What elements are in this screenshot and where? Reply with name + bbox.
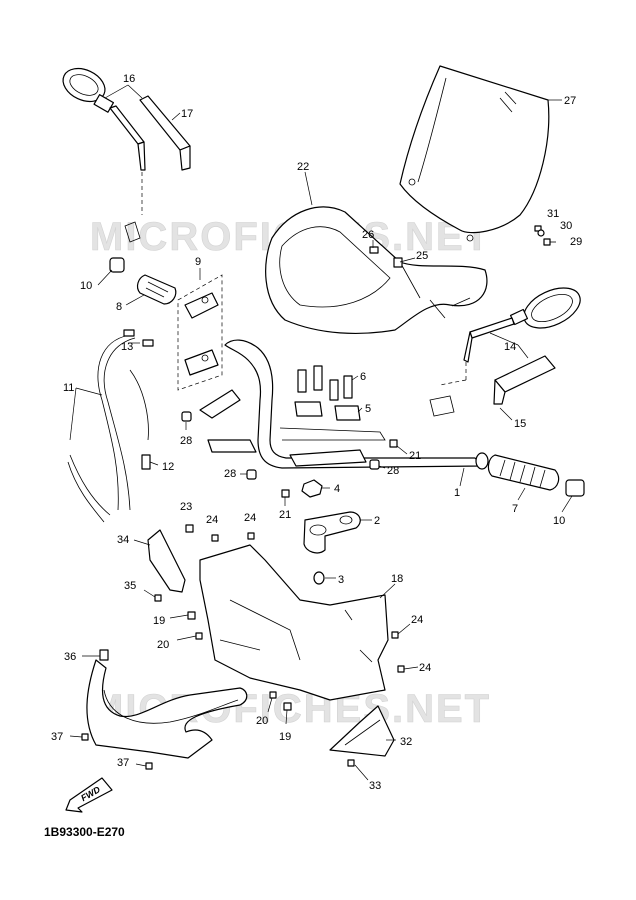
part-side-panel-left — [147, 529, 186, 593]
part-left-mirror — [62, 67, 146, 243]
forward-arrow: FWD — [65, 777, 113, 813]
callout-25: 25 — [416, 250, 428, 262]
callout-21a: 21 — [279, 509, 291, 521]
callout-4: 4 — [334, 483, 340, 495]
part-cover-clips — [369, 246, 403, 268]
callout-21b: 21 — [409, 450, 421, 462]
part-windscreen — [399, 65, 550, 242]
part-handlebar — [224, 339, 489, 470]
part-right-grip — [487, 454, 585, 497]
callout-1: 1 — [454, 487, 460, 499]
callout-30: 30 — [560, 220, 572, 232]
callout-26: 26 — [362, 229, 374, 241]
part-upper-holder — [294, 401, 361, 421]
callout-7: 7 — [512, 503, 518, 515]
callout-32: 32 — [400, 736, 412, 748]
callout-10a: 10 — [80, 280, 92, 292]
callout-6: 6 — [360, 371, 366, 383]
part-upper-cover — [265, 206, 488, 335]
part-left-grip — [109, 257, 177, 305]
part-screw-33 — [347, 759, 355, 767]
callout-2: 2 — [374, 515, 380, 527]
callout-22: 22 — [297, 161, 309, 173]
part-lower-cowl — [86, 649, 248, 759]
callout-19b: 19 — [279, 731, 291, 743]
callout-24d: 24 — [419, 662, 431, 674]
callout-34: 34 — [117, 534, 129, 546]
callout-20b: 20 — [256, 715, 268, 727]
callout-16: 16 — [123, 73, 135, 85]
callout-11: 11 — [63, 382, 74, 394]
callout-8: 8 — [116, 301, 122, 313]
callout-19a: 19 — [153, 615, 165, 627]
callout-24c: 24 — [411, 614, 423, 626]
callout-15: 15 — [514, 418, 526, 430]
callout-9: 9 — [195, 256, 201, 268]
part-bolts — [297, 365, 353, 401]
callout-33: 33 — [369, 780, 381, 792]
diagram-code: 1B93300-E270 — [44, 825, 125, 839]
callout-37b: 37 — [117, 757, 129, 769]
part-bar-plugs — [281, 439, 398, 498]
part-screw-35 — [154, 594, 162, 602]
callout-18: 18 — [391, 573, 403, 585]
part-inner-panel — [199, 544, 389, 701]
part-nut — [301, 479, 323, 498]
callout-31: 31 — [547, 208, 559, 220]
callout-24a: 24 — [206, 514, 218, 526]
callout-3: 3 — [338, 574, 344, 586]
part-right-mirror — [429, 287, 581, 417]
callout-12: 12 — [162, 461, 174, 473]
callout-36: 36 — [64, 651, 76, 663]
callout-28c: 28 — [387, 465, 399, 477]
part-side-panel-right — [329, 705, 395, 757]
callout-28a: 28 — [180, 435, 192, 447]
callout-23: 23 — [180, 501, 192, 513]
part-holder-assembly — [177, 274, 223, 391]
callout-17: 17 — [181, 108, 193, 120]
part-dampers — [181, 411, 380, 480]
callout-20a: 20 — [157, 639, 169, 651]
callout-27: 27 — [564, 95, 576, 107]
callout-14: 14 — [504, 341, 516, 353]
callout-28b: 28 — [224, 468, 236, 480]
callout-24b: 24 — [244, 512, 256, 524]
part-throttle-cables — [67, 329, 154, 523]
callout-37a: 37 — [51, 731, 63, 743]
callout-5: 5 — [365, 403, 371, 415]
part-windscreen-screws — [534, 225, 556, 246]
part-mirror-cover — [139, 95, 191, 171]
callout-13: 13 — [121, 341, 133, 353]
part-handlebar-bracket — [199, 389, 367, 467]
callout-29: 29 — [570, 236, 582, 248]
callout-10b: 10 — [553, 515, 565, 527]
part-damper-bottom — [313, 571, 325, 585]
callout-35: 35 — [124, 580, 136, 592]
part-lower-holder — [303, 511, 361, 554]
